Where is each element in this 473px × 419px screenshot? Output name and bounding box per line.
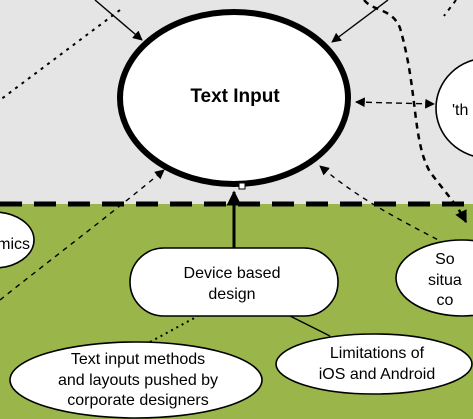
edge-leftnode-dashed-up xyxy=(0,9,121,101)
edge-methods-to-device xyxy=(149,315,199,343)
edge-text-input-biarrow xyxy=(355,97,435,109)
edge-lower-left-dashed xyxy=(0,169,165,301)
node-partial-right-top[interactable] xyxy=(435,58,473,158)
node-partial-left[interactable] xyxy=(0,211,35,269)
node-text-input-methods[interactable] xyxy=(9,341,263,419)
edge-topright-to-text-input xyxy=(331,0,389,43)
edge-right-dashed-small xyxy=(443,0,457,17)
edge-topleft-to-text-input xyxy=(94,0,143,41)
edge-right-bottom-dashed xyxy=(319,165,447,245)
edge-loop-dashed-right xyxy=(363,0,468,224)
node-device-based-design[interactable] xyxy=(129,247,339,317)
edge-device-to-limitations xyxy=(289,315,331,337)
node-text-input[interactable] xyxy=(117,9,351,187)
node-partial-right-bottom[interactable] xyxy=(395,239,473,317)
node-limitations[interactable] xyxy=(275,333,473,395)
text-input-anchor-handle[interactable] xyxy=(238,182,246,190)
